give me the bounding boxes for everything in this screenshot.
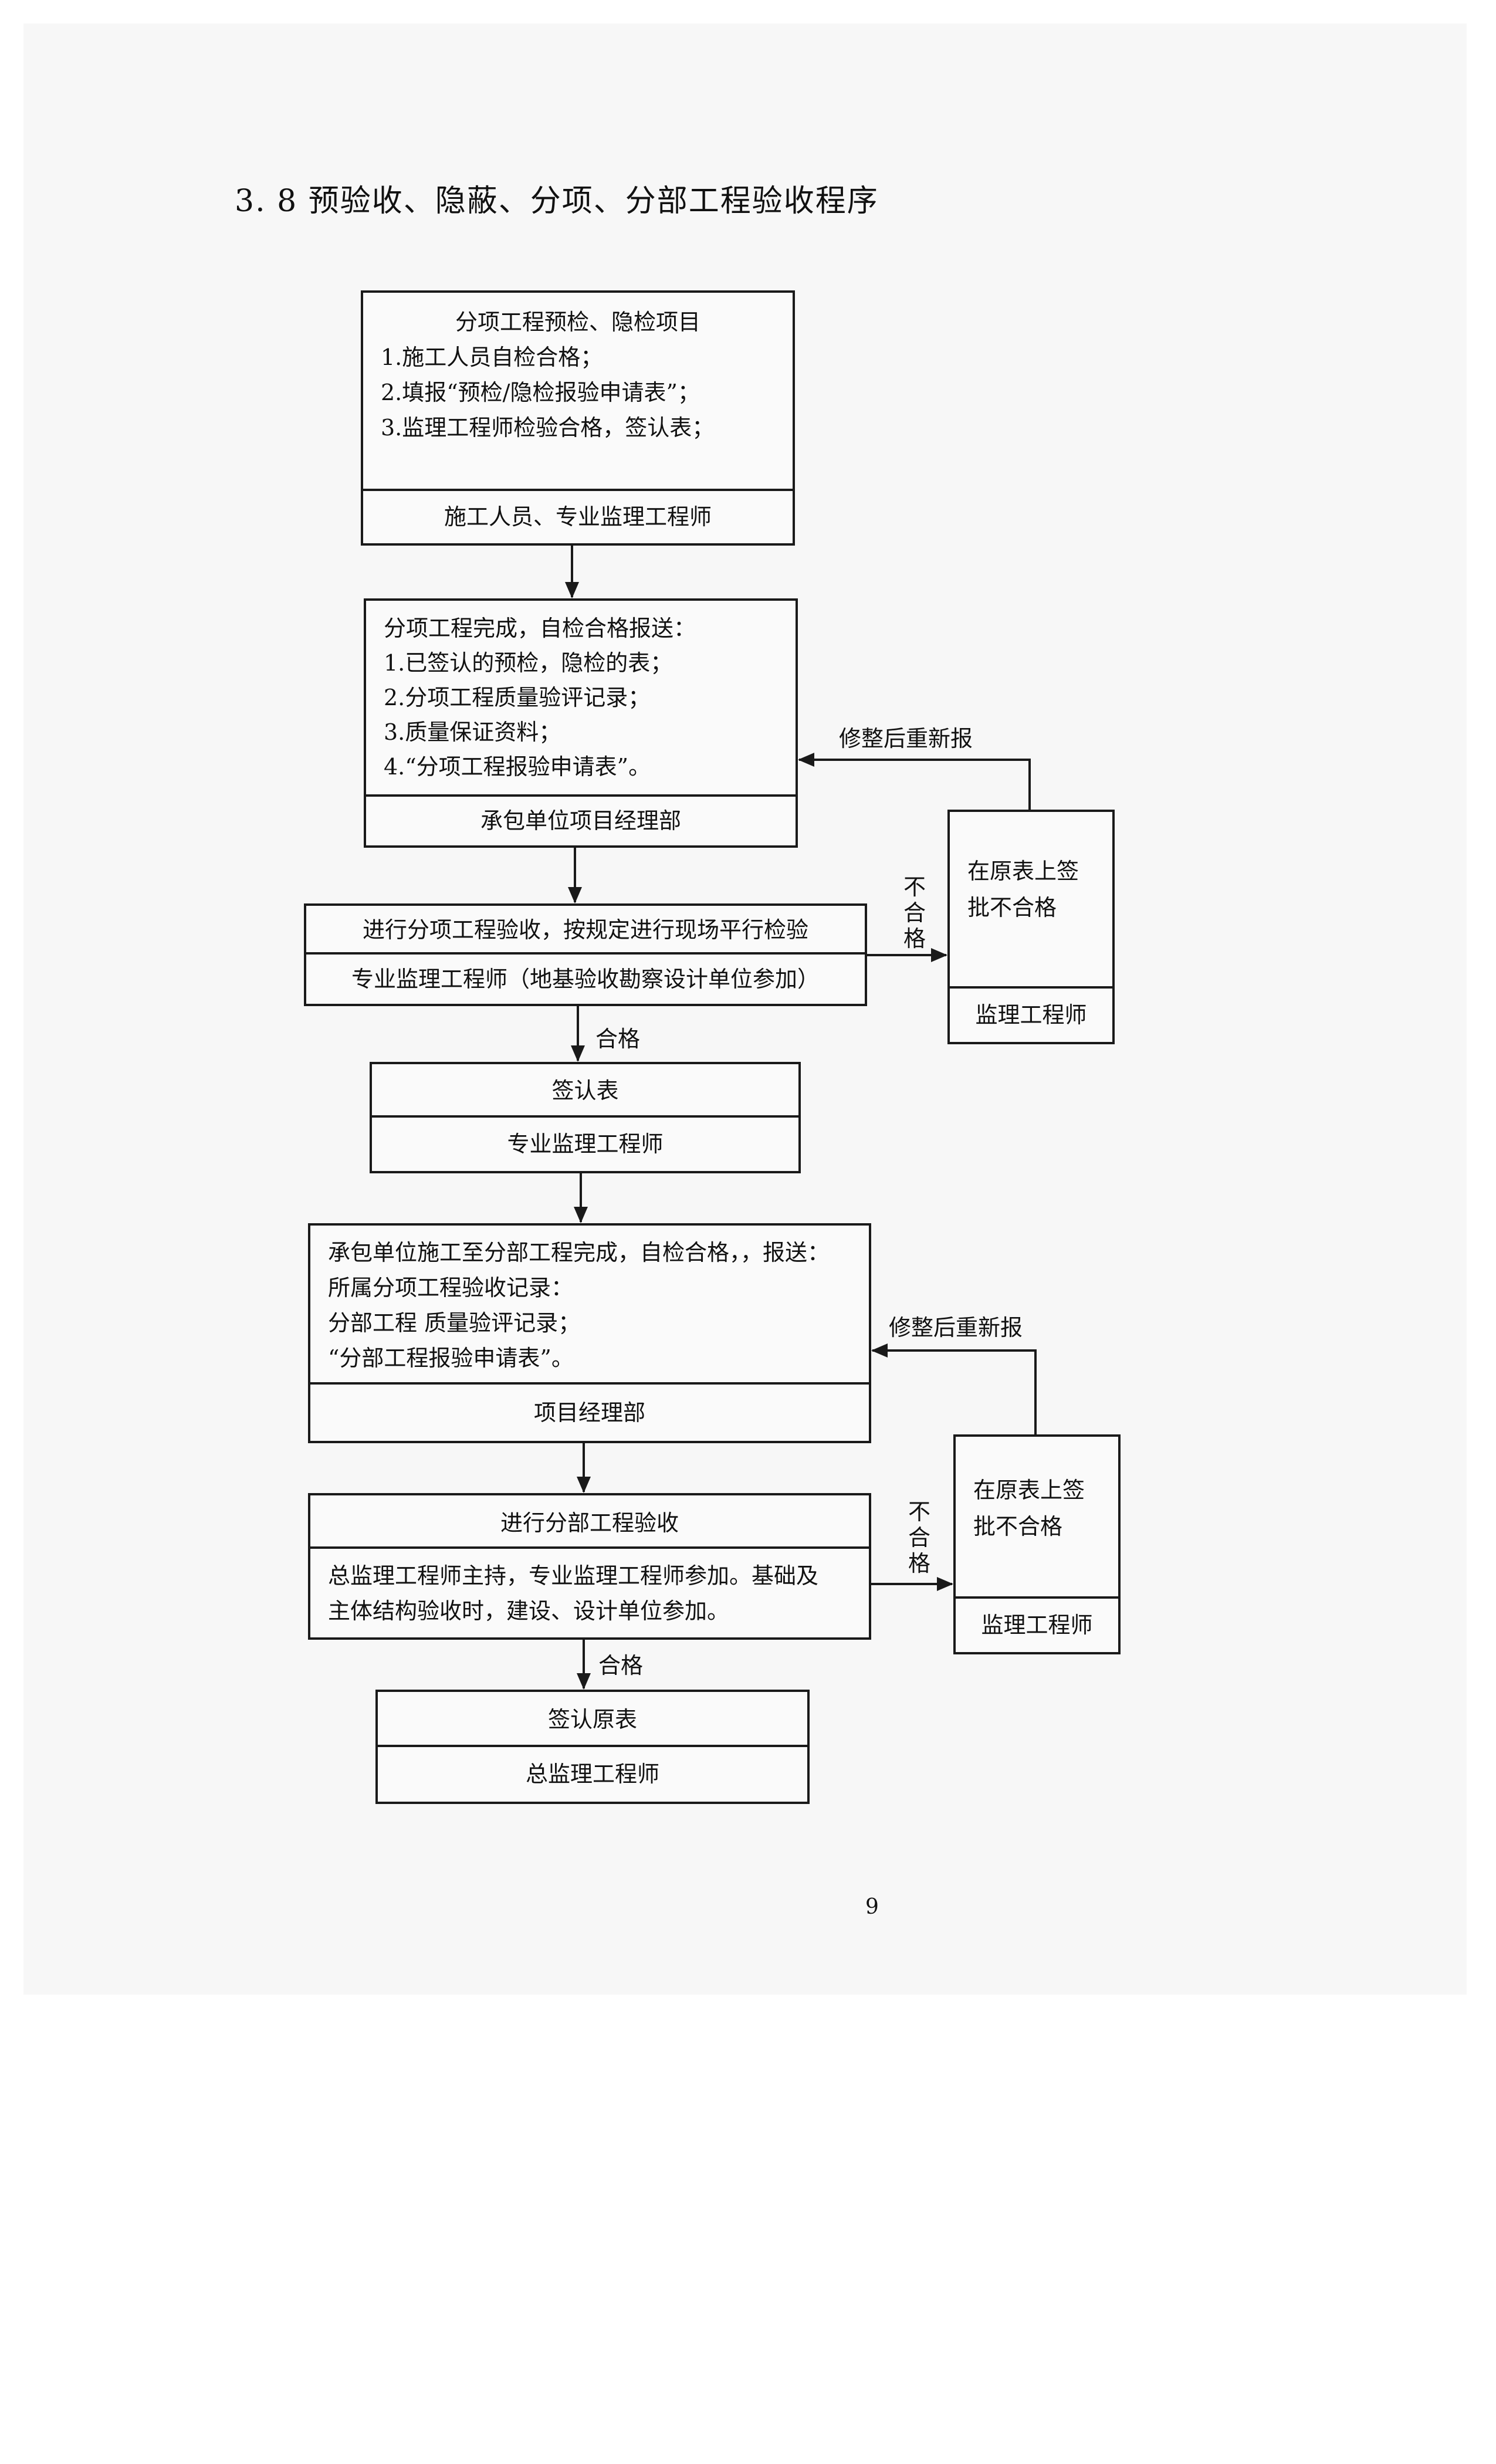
arrow-resubmit-1 [798, 753, 1031, 810]
box-content: 分项工程完成，自检合格报送： 1.已签认的预检，隐检的表； 2.分项工程质量验评… [366, 601, 796, 784]
box-line: 所属分项工程验收记录： [328, 1275, 574, 1301]
box-line: 3.监理工程师检验合格，签认表； [381, 415, 715, 441]
fail-label-2: 不 合 格 [906, 1499, 932, 1576]
section-title: 3. 8 预验收、隐蔽、分项、分部工程验收程序 [235, 184, 879, 219]
box-content: 签认表 [372, 1064, 798, 1118]
box-line: 进行分项工程验收，按规定进行现场平行检验 [362, 917, 808, 943]
box-item-complete: 分项工程完成，自检合格报送： 1.已签认的预检，隐检的表； 2.分项工程质量验评… [364, 598, 798, 848]
box-footer: 总监理工程师主持，专业监理工程师参加。基础及 主体结构验收时，建设、设计单位参加… [310, 1546, 869, 1637]
box-line: 签认表 [551, 1078, 619, 1104]
resubmit-label-1: 修整后重新报 [839, 726, 973, 752]
box-line: 4.“分项工程报验申请表”。 [384, 754, 651, 780]
box-line: 2.填报“预检/隐检报验申请表”； [381, 380, 700, 405]
box-footer-line: 总监理工程师主持，专业监理工程师参加。基础及 [328, 1563, 819, 1589]
box-sign-original: 签认原表 总监理工程师 [375, 1690, 810, 1804]
fail-label-char: 合 [903, 900, 926, 926]
box-line: 在原表上签 [973, 1477, 1085, 1503]
box-heading: 分项工程预检、隐检项目 [455, 309, 700, 335]
box-footer: 专业监理工程师（地基验收勘察设计单位参加） [306, 952, 865, 1004]
box-content: 进行分部工程验收 [310, 1495, 869, 1551]
box-content: 承包单位施工至分部工程完成，自检合格，，报送： 所属分项工程验收记录： 分部工程… [310, 1226, 869, 1376]
box-footer: 总监理工程师 [378, 1745, 807, 1802]
box-footer: 施工人员、专业监理工程师 [363, 489, 793, 543]
fail-label-char: 格 [908, 1551, 930, 1576]
box-line: 分项工程完成，自检合格报送： [384, 615, 696, 641]
box-line: 1.施工人员自检合格； [381, 344, 603, 370]
box-footer: 项目经理部 [310, 1382, 869, 1441]
fail-label-char: 合 [908, 1525, 930, 1551]
box-line: 批不合格 [973, 1514, 1063, 1539]
box-footer: 承包单位项目经理部 [366, 794, 796, 845]
box-reject-1: 在原表上签 批不合格 监理工程师 [947, 810, 1115, 1044]
box-line: 3.质量保证资料； [384, 719, 561, 745]
box-line: “分部工程报验申请表”。 [328, 1345, 574, 1371]
fail-label-char: 不 [908, 1499, 930, 1525]
pass-label-2: 合格 [598, 1653, 644, 1678]
box-content: 在原表上签 批不合格 [950, 812, 1112, 926]
box-item-acceptance: 进行分项工程验收，按规定进行现场平行检验 专业监理工程师（地基验收勘察设计单位参… [304, 903, 867, 1006]
box-content: 分项工程预检、隐检项目 1.施工人员自检合格； 2.填报“预检/隐检报验申请表”… [363, 293, 793, 445]
fail-label-char: 格 [903, 926, 926, 952]
box-reject-2: 在原表上签 批不合格 监理工程师 [953, 1434, 1121, 1654]
box-item-precheck: 分项工程预检、隐检项目 1.施工人员自检合格； 2.填报“预检/隐检报验申请表”… [361, 290, 795, 546]
arrow-resubmit-2 [871, 1343, 1037, 1434]
resubmit-label-2: 修整后重新报 [889, 1315, 1023, 1341]
box-division-complete: 承包单位施工至分部工程完成，自检合格，，报送： 所属分项工程验收记录： 分部工程… [308, 1223, 871, 1443]
box-sign-form: 签认表 专业监理工程师 [370, 1062, 801, 1173]
box-footer: 专业监理工程师 [372, 1115, 798, 1171]
box-line: 2.分项工程质量验评记录； [384, 685, 651, 710]
fail-label-1: 不 合 格 [902, 874, 928, 952]
box-line: 批不合格 [967, 895, 1057, 920]
box-line: 在原表上签 [967, 858, 1079, 884]
box-line: 分部工程 质量验评记录； [328, 1310, 581, 1336]
box-content: 签认原表 [378, 1692, 807, 1747]
box-content: 进行分项工程验收，按规定进行现场平行检验 [306, 906, 865, 955]
box-division-acceptance: 进行分部工程验收 总监理工程师主持，专业监理工程师参加。基础及 主体结构验收时，… [308, 1493, 871, 1640]
box-footer: 监理工程师 [956, 1596, 1118, 1652]
box-line: 签认原表 [547, 1707, 637, 1732]
pass-label-1: 合格 [595, 1026, 641, 1052]
box-footer-line: 主体结构验收时，建设、设计单位参加。 [328, 1598, 730, 1624]
box-line: 进行分部工程验收 [500, 1510, 679, 1536]
box-footer: 监理工程师 [950, 986, 1112, 1042]
box-line: 承包单位施工至分部工程完成，自检合格，，报送： [328, 1240, 830, 1265]
box-content: 在原表上签 批不合格 [956, 1437, 1118, 1545]
box-line: 1.已签认的预检，隐检的表； [384, 650, 673, 676]
fail-label-char: 不 [903, 874, 926, 900]
page-number: 9 [865, 1895, 879, 1919]
